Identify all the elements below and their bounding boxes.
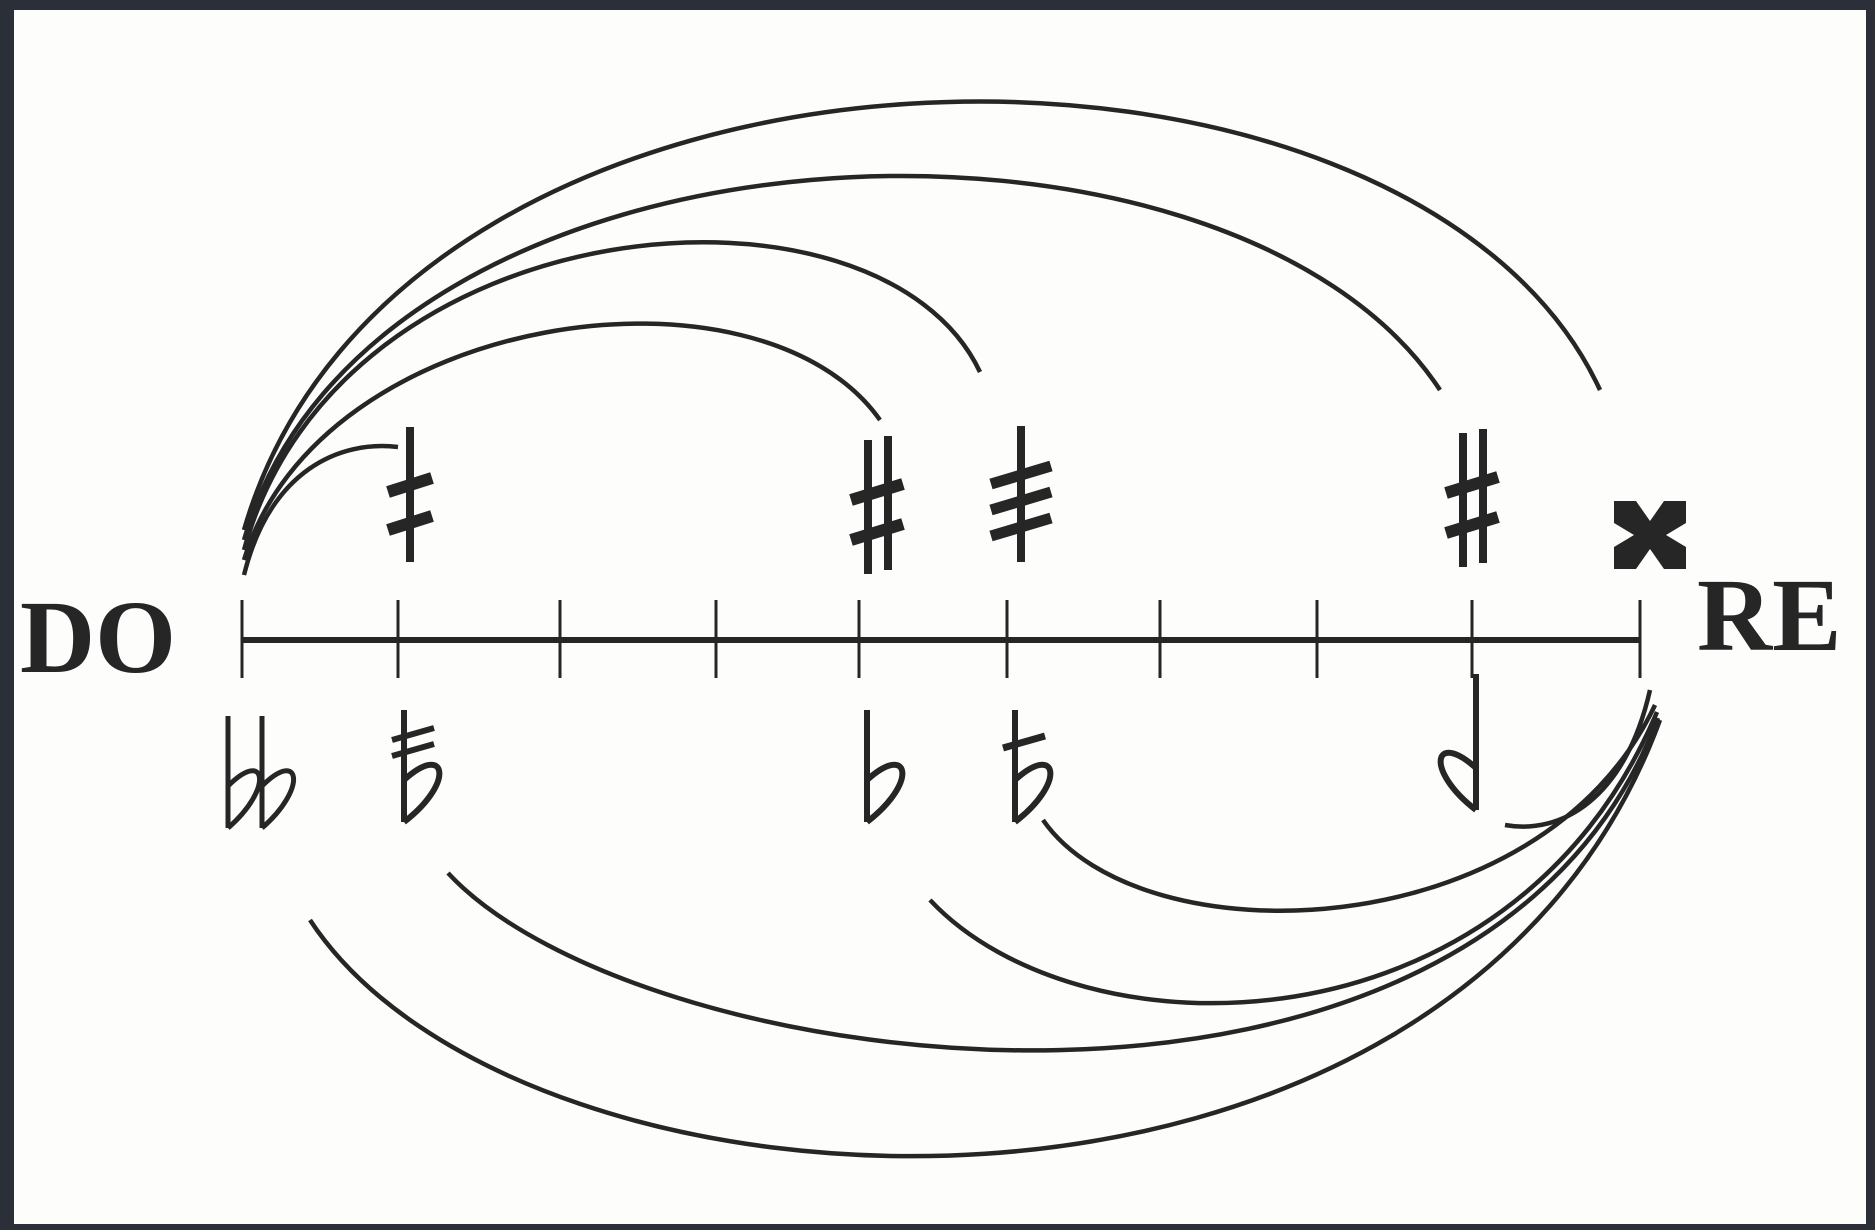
reversed-flat-accidental-below: [1437, 674, 1479, 813]
arcs-from-do: [241, 99, 1603, 576]
quarter-flat-accidental-below: [1002, 710, 1054, 825]
sharp-accidental-above: [849, 436, 905, 574]
arc-step-4-to-re: [928, 711, 1660, 1006]
arcs-to-re: [308, 689, 1663, 1159]
re-label: RE: [1697, 558, 1841, 673]
paper-background: [14, 10, 1866, 1224]
arc-do-to-step-5: [241, 240, 983, 551]
do-label: DO: [20, 580, 176, 695]
arc-step-0-to-re: [308, 719, 1663, 1159]
three-quarter-flat-accidental-below: [391, 710, 443, 825]
arc-do-to-step-8: [241, 173, 1442, 541]
sharp-accidental-above: [1444, 429, 1500, 567]
arc-step-8-to-re: [1504, 689, 1653, 829]
arc-do-to-step-9: [241, 99, 1603, 531]
double-flat-accidental-below: [225, 716, 297, 830]
accidentals-below: [225, 674, 1479, 830]
double-sharp-accidental-above: [1614, 501, 1686, 569]
quarter-sharp-accidental-above: [386, 427, 434, 562]
flat-accidental-below: [864, 710, 906, 825]
arc-step-5-to-re: [1041, 704, 1658, 913]
accidentals-above: [386, 426, 1686, 574]
arc-do-to-step-4: [241, 321, 882, 561]
three-quarter-sharp-accidental-above: [989, 426, 1053, 562]
arc-do-to-step-1: [241, 443, 399, 576]
arc-step-1-to-re: [446, 717, 1661, 1053]
axis-ticks: [240, 600, 1642, 678]
